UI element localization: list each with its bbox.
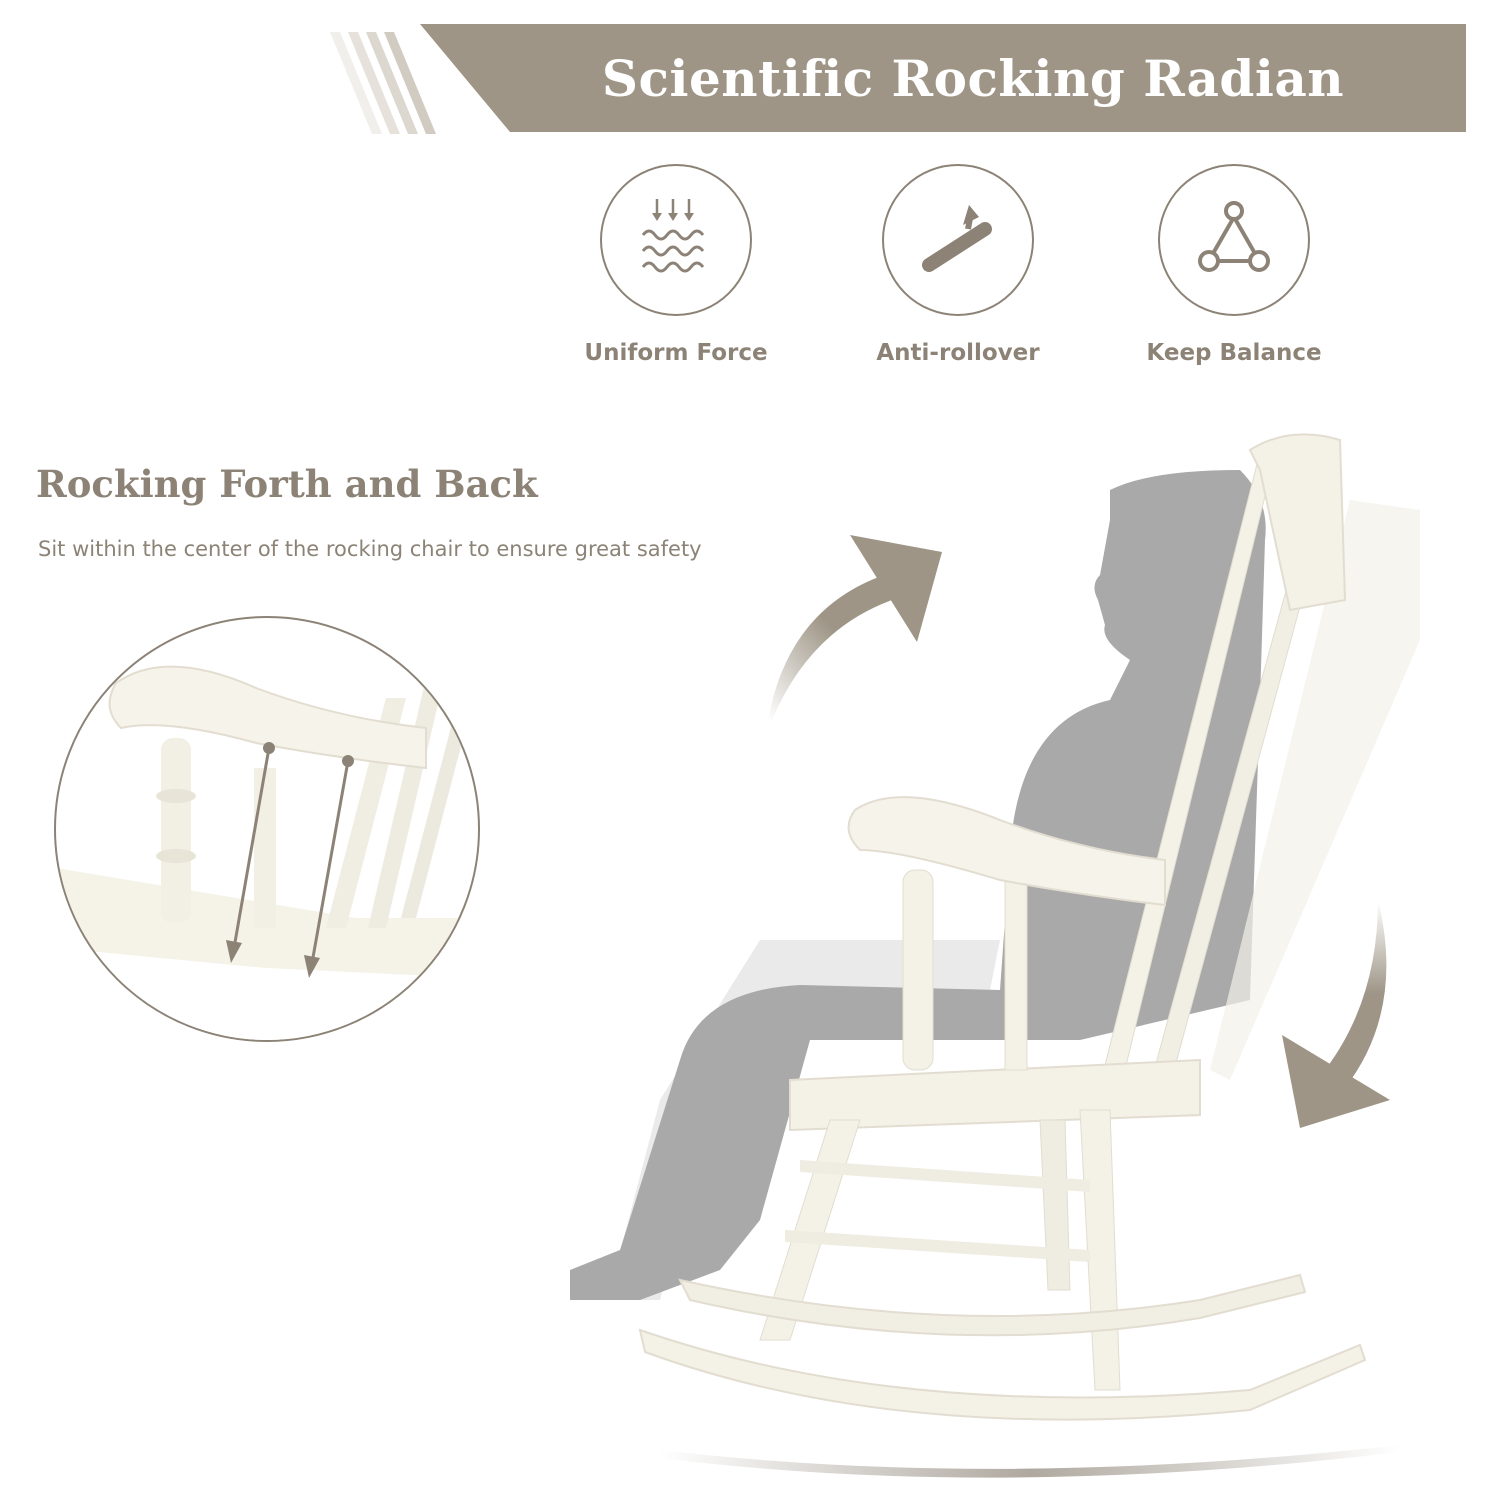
header-banner xyxy=(420,24,1466,132)
feature-label: Keep Balance xyxy=(1146,340,1322,366)
feature-label: Uniform Force xyxy=(584,340,768,366)
keep-balance-icon xyxy=(1198,201,1270,272)
rock-forward-arrow-icon xyxy=(768,535,942,720)
feature-keep-balance: Keep Balance xyxy=(1104,164,1364,366)
section-title: Rocking Forth and Back xyxy=(36,462,538,506)
rocker-back xyxy=(678,1273,1307,1337)
person-silhouette xyxy=(570,470,1266,1300)
feature-label: Anti-rollover xyxy=(876,340,1040,366)
feature-circle xyxy=(1158,164,1310,316)
feature-circle xyxy=(882,164,1034,316)
rock-back-arrow-icon xyxy=(1282,900,1390,1128)
anti-rollover-icon xyxy=(922,205,992,272)
rocker-front xyxy=(638,1328,1367,1421)
banner-stripes-decoration xyxy=(330,32,436,134)
rocking-chair-scene xyxy=(570,433,1420,1478)
feature-uniform-force: Uniform Force xyxy=(546,164,806,366)
uniform-force-icon xyxy=(641,199,705,273)
section-subtitle: Sit within the center of the rocking cha… xyxy=(38,537,702,561)
feature-circle xyxy=(600,164,752,316)
feature-anti-rollover: Anti-rollover xyxy=(828,164,1088,366)
banner-title: Scientific Rocking Radian xyxy=(601,48,1345,108)
